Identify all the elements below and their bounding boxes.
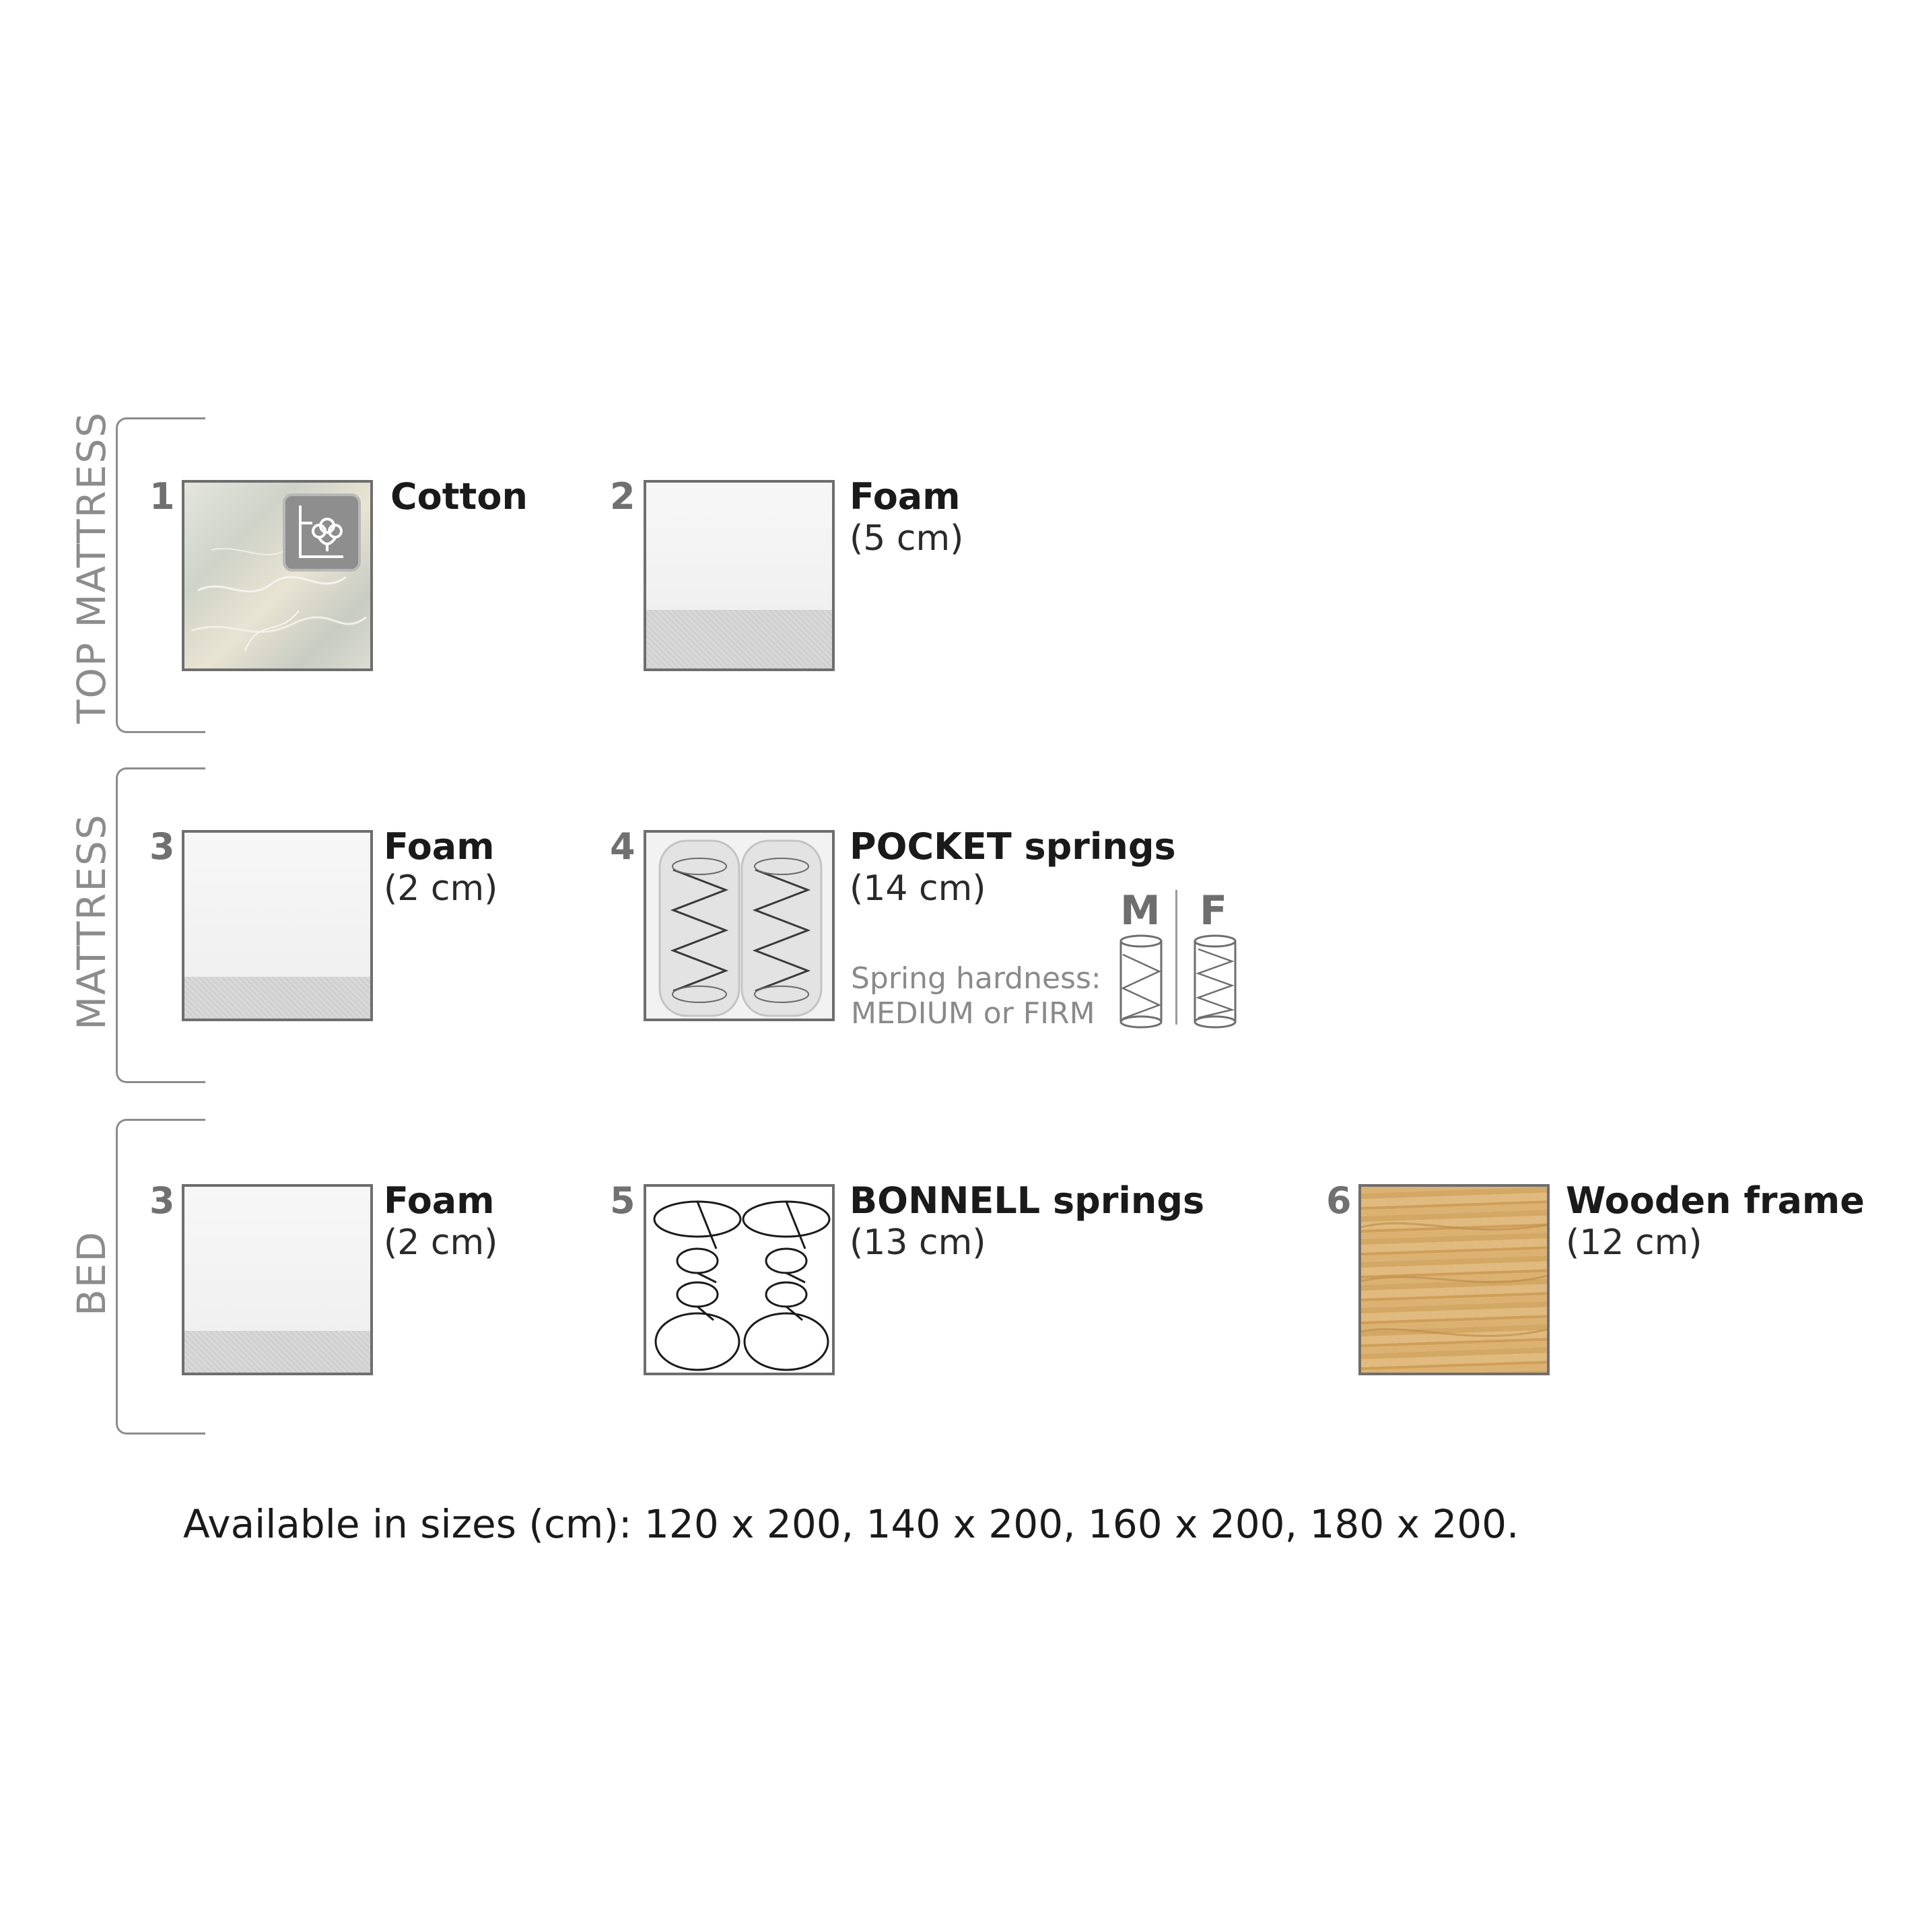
medium-spring-icon [1119,934,1163,1029]
item-sub-foam-2-bed: (2 cm) [384,1222,498,1263]
pocket-spring-icon [658,839,823,1017]
bonnell-spring-icon [653,1200,831,1371]
available-sizes: Available in sizes (cm): 120 x 200, 140 … [183,1501,1519,1547]
item-number: 3 [149,1179,175,1222]
top-mattress-bracket [116,417,205,733]
spring-hardness-label: Spring hardness: [851,961,1101,996]
medium-label: M [1120,887,1161,934]
wood-grain [1361,1222,1547,1337]
cotton-fibers [191,547,367,652]
spring-hardness-values: MEDIUM or FIRM [851,996,1095,1031]
group-label-mattress: MATTRESS [69,813,114,1030]
pocket-springs-swatch [644,830,835,1021]
item-title-foam-2-bed: Foam [384,1179,495,1222]
item-number: 3 [149,825,175,868]
item-title-bonnell: BONNELL springs [850,1179,1205,1222]
item-title-foam-5: Foam [850,475,961,518]
item-title-cotton: Cotton [390,475,528,518]
bonnell-springs-swatch [644,1184,835,1375]
bed-bracket [116,1119,205,1435]
item-sub-pocket: (14 cm) [850,868,986,909]
cotton-icon [283,493,361,572]
group-label-top-mattress: TOP MATTRESS [69,411,114,724]
wooden-frame-swatch [1358,1184,1550,1375]
item-sub-bonnell: (13 cm) [850,1222,986,1263]
item-number: 2 [610,475,635,518]
item-title-wood: Wooden frame [1566,1179,1865,1222]
group-label-bed: BED [69,1230,114,1316]
foam-2cm-swatch [182,830,373,1021]
foam-5cm-swatch [644,480,835,671]
mattress-bracket [116,767,205,1083]
item-number: 4 [610,825,635,868]
item-sub-foam-2: (2 cm) [384,868,498,909]
item-title-pocket: POCKET springs [850,825,1176,868]
firm-spring-icon [1194,934,1237,1029]
item-sub-wood: (12 cm) [1566,1222,1702,1263]
item-number: 5 [610,1179,635,1222]
hardness-divider [1175,890,1177,1025]
foam-2cm-bed-swatch [182,1184,373,1375]
item-number: 1 [149,475,175,518]
cotton-swatch [182,480,373,671]
item-sub-foam-5: (5 cm) [850,518,964,559]
item-title-foam-2: Foam [384,825,495,868]
item-number: 6 [1326,1179,1352,1222]
firm-label: F [1200,887,1227,934]
